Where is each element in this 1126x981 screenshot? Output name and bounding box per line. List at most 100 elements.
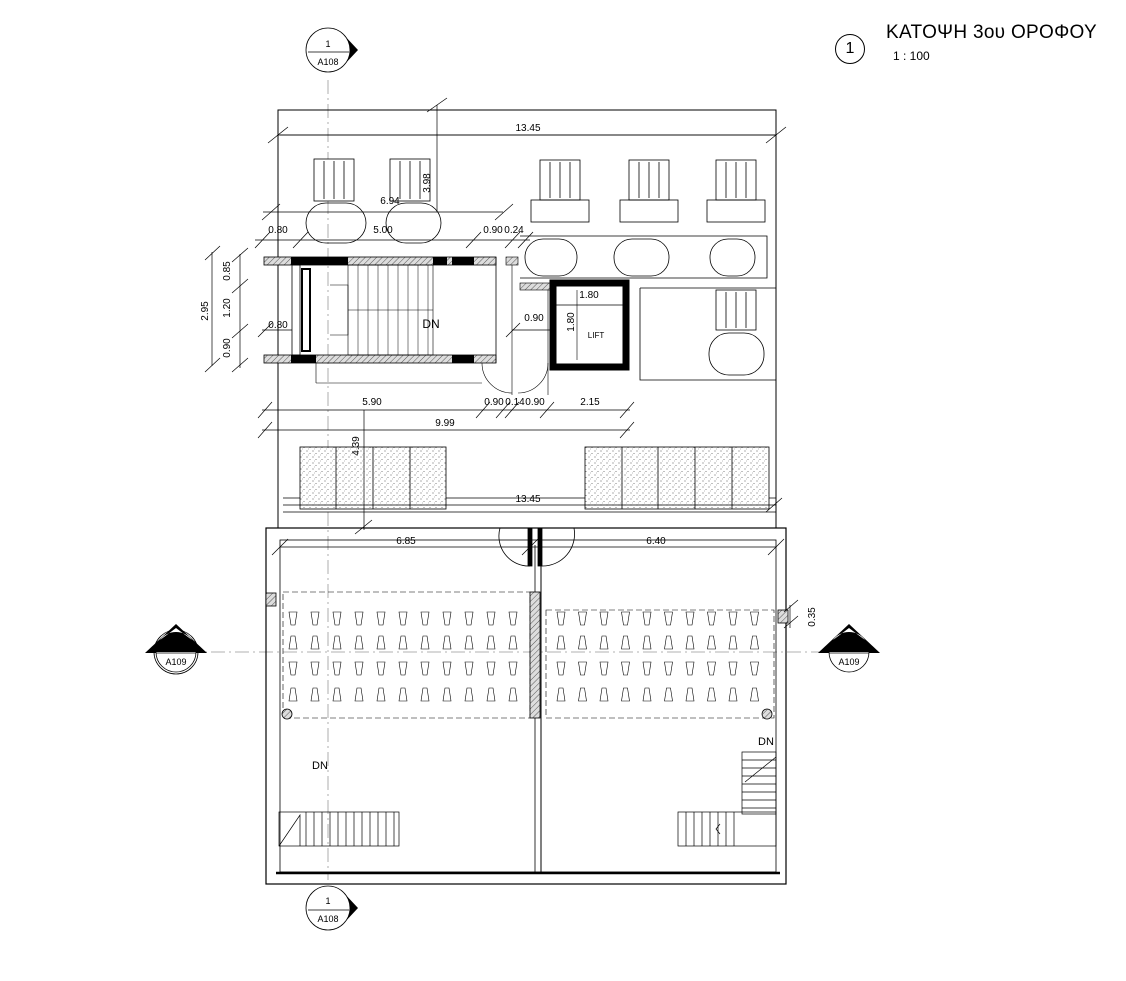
dim-0-80-a: 0.80 <box>268 225 288 236</box>
chair-icon <box>750 611 759 626</box>
chair-icon <box>599 661 609 676</box>
chair-icon <box>664 687 673 702</box>
chair-icon <box>642 687 652 702</box>
chair-icon <box>464 661 474 676</box>
dim-1-20: 1.20 <box>222 298 233 318</box>
dim-0-24: 0.24 <box>504 225 524 236</box>
section-marker-right-number: 1 <box>846 640 851 650</box>
chair-icon <box>310 687 320 702</box>
chair-icon <box>621 687 630 702</box>
section-marker-right: 1 A109 <box>818 624 880 673</box>
dim-0-90-c: 0.90 <box>524 313 544 324</box>
chair-icon <box>621 661 630 676</box>
chair-icon <box>398 687 408 702</box>
chair-icon <box>310 635 320 650</box>
chair-icon <box>578 635 587 650</box>
chair-icon <box>332 611 342 626</box>
chair-icon <box>420 611 430 626</box>
chair-icon <box>556 687 566 702</box>
chair-icon <box>508 687 518 702</box>
chair-icon <box>685 661 695 676</box>
dim-0-14: 0.14 <box>505 397 525 408</box>
chair-icon <box>599 635 609 650</box>
dn-left-label: DN <box>312 760 328 772</box>
chair-icon <box>621 611 630 626</box>
chair-icon <box>376 611 386 626</box>
stair-core <box>263 256 630 395</box>
chair-icon <box>486 611 496 626</box>
chair-icon <box>508 661 518 676</box>
chair-icon <box>332 635 342 650</box>
dim-2-15: 2.15 <box>580 397 600 408</box>
chair-icon <box>376 687 386 702</box>
section-marker-left-sheet: A109 <box>165 657 186 667</box>
dn-right-label: DN <box>758 736 774 748</box>
chair-icon <box>556 611 566 626</box>
chair-icon <box>442 661 452 676</box>
chair-icon <box>310 611 320 626</box>
chair-icon <box>664 611 673 626</box>
dim-3-98: 3.98 <box>422 173 433 193</box>
dim-0-35: 0.35 <box>807 607 818 627</box>
chair-icon <box>556 661 566 676</box>
chair-icon <box>728 611 738 626</box>
chair-icon <box>288 635 298 650</box>
dim-4-39: 4.39 <box>351 436 362 456</box>
chair-icon <box>642 635 652 650</box>
dim-1-80-a: 1.80 <box>579 290 599 301</box>
chair-icon <box>664 635 673 650</box>
chair-icon <box>664 661 673 676</box>
axis-lines <box>187 80 850 880</box>
chair-icon <box>750 687 759 702</box>
chair-icon <box>398 635 408 650</box>
chair-icon <box>685 687 695 702</box>
section-marker-left: 1 A109 <box>145 624 207 675</box>
dim-0-90-a: 0.90 <box>483 225 503 236</box>
chair-icon <box>442 635 452 650</box>
chair-icon <box>707 661 716 676</box>
dim-0-90-d: 0.90 <box>484 397 504 408</box>
chair-icon <box>685 611 695 626</box>
dim-overall-mid: 13.45 <box>515 494 540 505</box>
chair-icon <box>599 611 609 626</box>
chair-icon <box>354 687 364 702</box>
section-marker-bottom: 1 A108 <box>305 885 358 931</box>
chair-icon <box>464 687 474 702</box>
chair-icon <box>642 661 652 676</box>
dim-9-99: 9.99 <box>435 418 455 429</box>
chair-icon <box>332 661 342 676</box>
chair-icon <box>685 635 695 650</box>
chair-icon <box>578 661 587 676</box>
chair-icon <box>442 611 452 626</box>
chair-icon <box>442 687 452 702</box>
dim-0-80-b: 0.80 <box>268 320 288 331</box>
chair-icon <box>398 611 408 626</box>
section-marker-top-number: 1 <box>325 39 330 49</box>
chair-icon <box>728 635 738 650</box>
chair-icon <box>464 611 474 626</box>
section-marker-bottom-sheet: A108 <box>317 914 338 924</box>
stair-dn-label: DN <box>422 317 439 331</box>
dim-0-85: 0.85 <box>222 261 233 281</box>
chair-icon <box>486 635 496 650</box>
section-marker-right-sheet: A109 <box>838 657 859 667</box>
chair-icon <box>288 611 298 626</box>
chair-icon <box>508 635 518 650</box>
lower-stairs <box>278 751 777 847</box>
view-scale: 1 : 100 <box>893 49 930 63</box>
dim-2-95: 2.95 <box>200 301 211 321</box>
lift-label: LIFT <box>588 331 605 340</box>
chair-icon <box>728 661 738 676</box>
dim-overall-top: 13.45 <box>515 123 540 134</box>
chair-icon <box>376 635 386 650</box>
chair-icon <box>578 611 587 626</box>
dim-5-90: 5.90 <box>362 397 382 408</box>
dimension-lines <box>204 97 799 629</box>
chair-icon <box>750 635 759 650</box>
section-marker-top: 1 A108 <box>305 27 358 73</box>
chair-icon <box>707 635 716 650</box>
chair-icon <box>288 687 298 702</box>
chair-icon <box>486 661 496 676</box>
section-marker-top-sheet: A108 <box>317 57 338 67</box>
